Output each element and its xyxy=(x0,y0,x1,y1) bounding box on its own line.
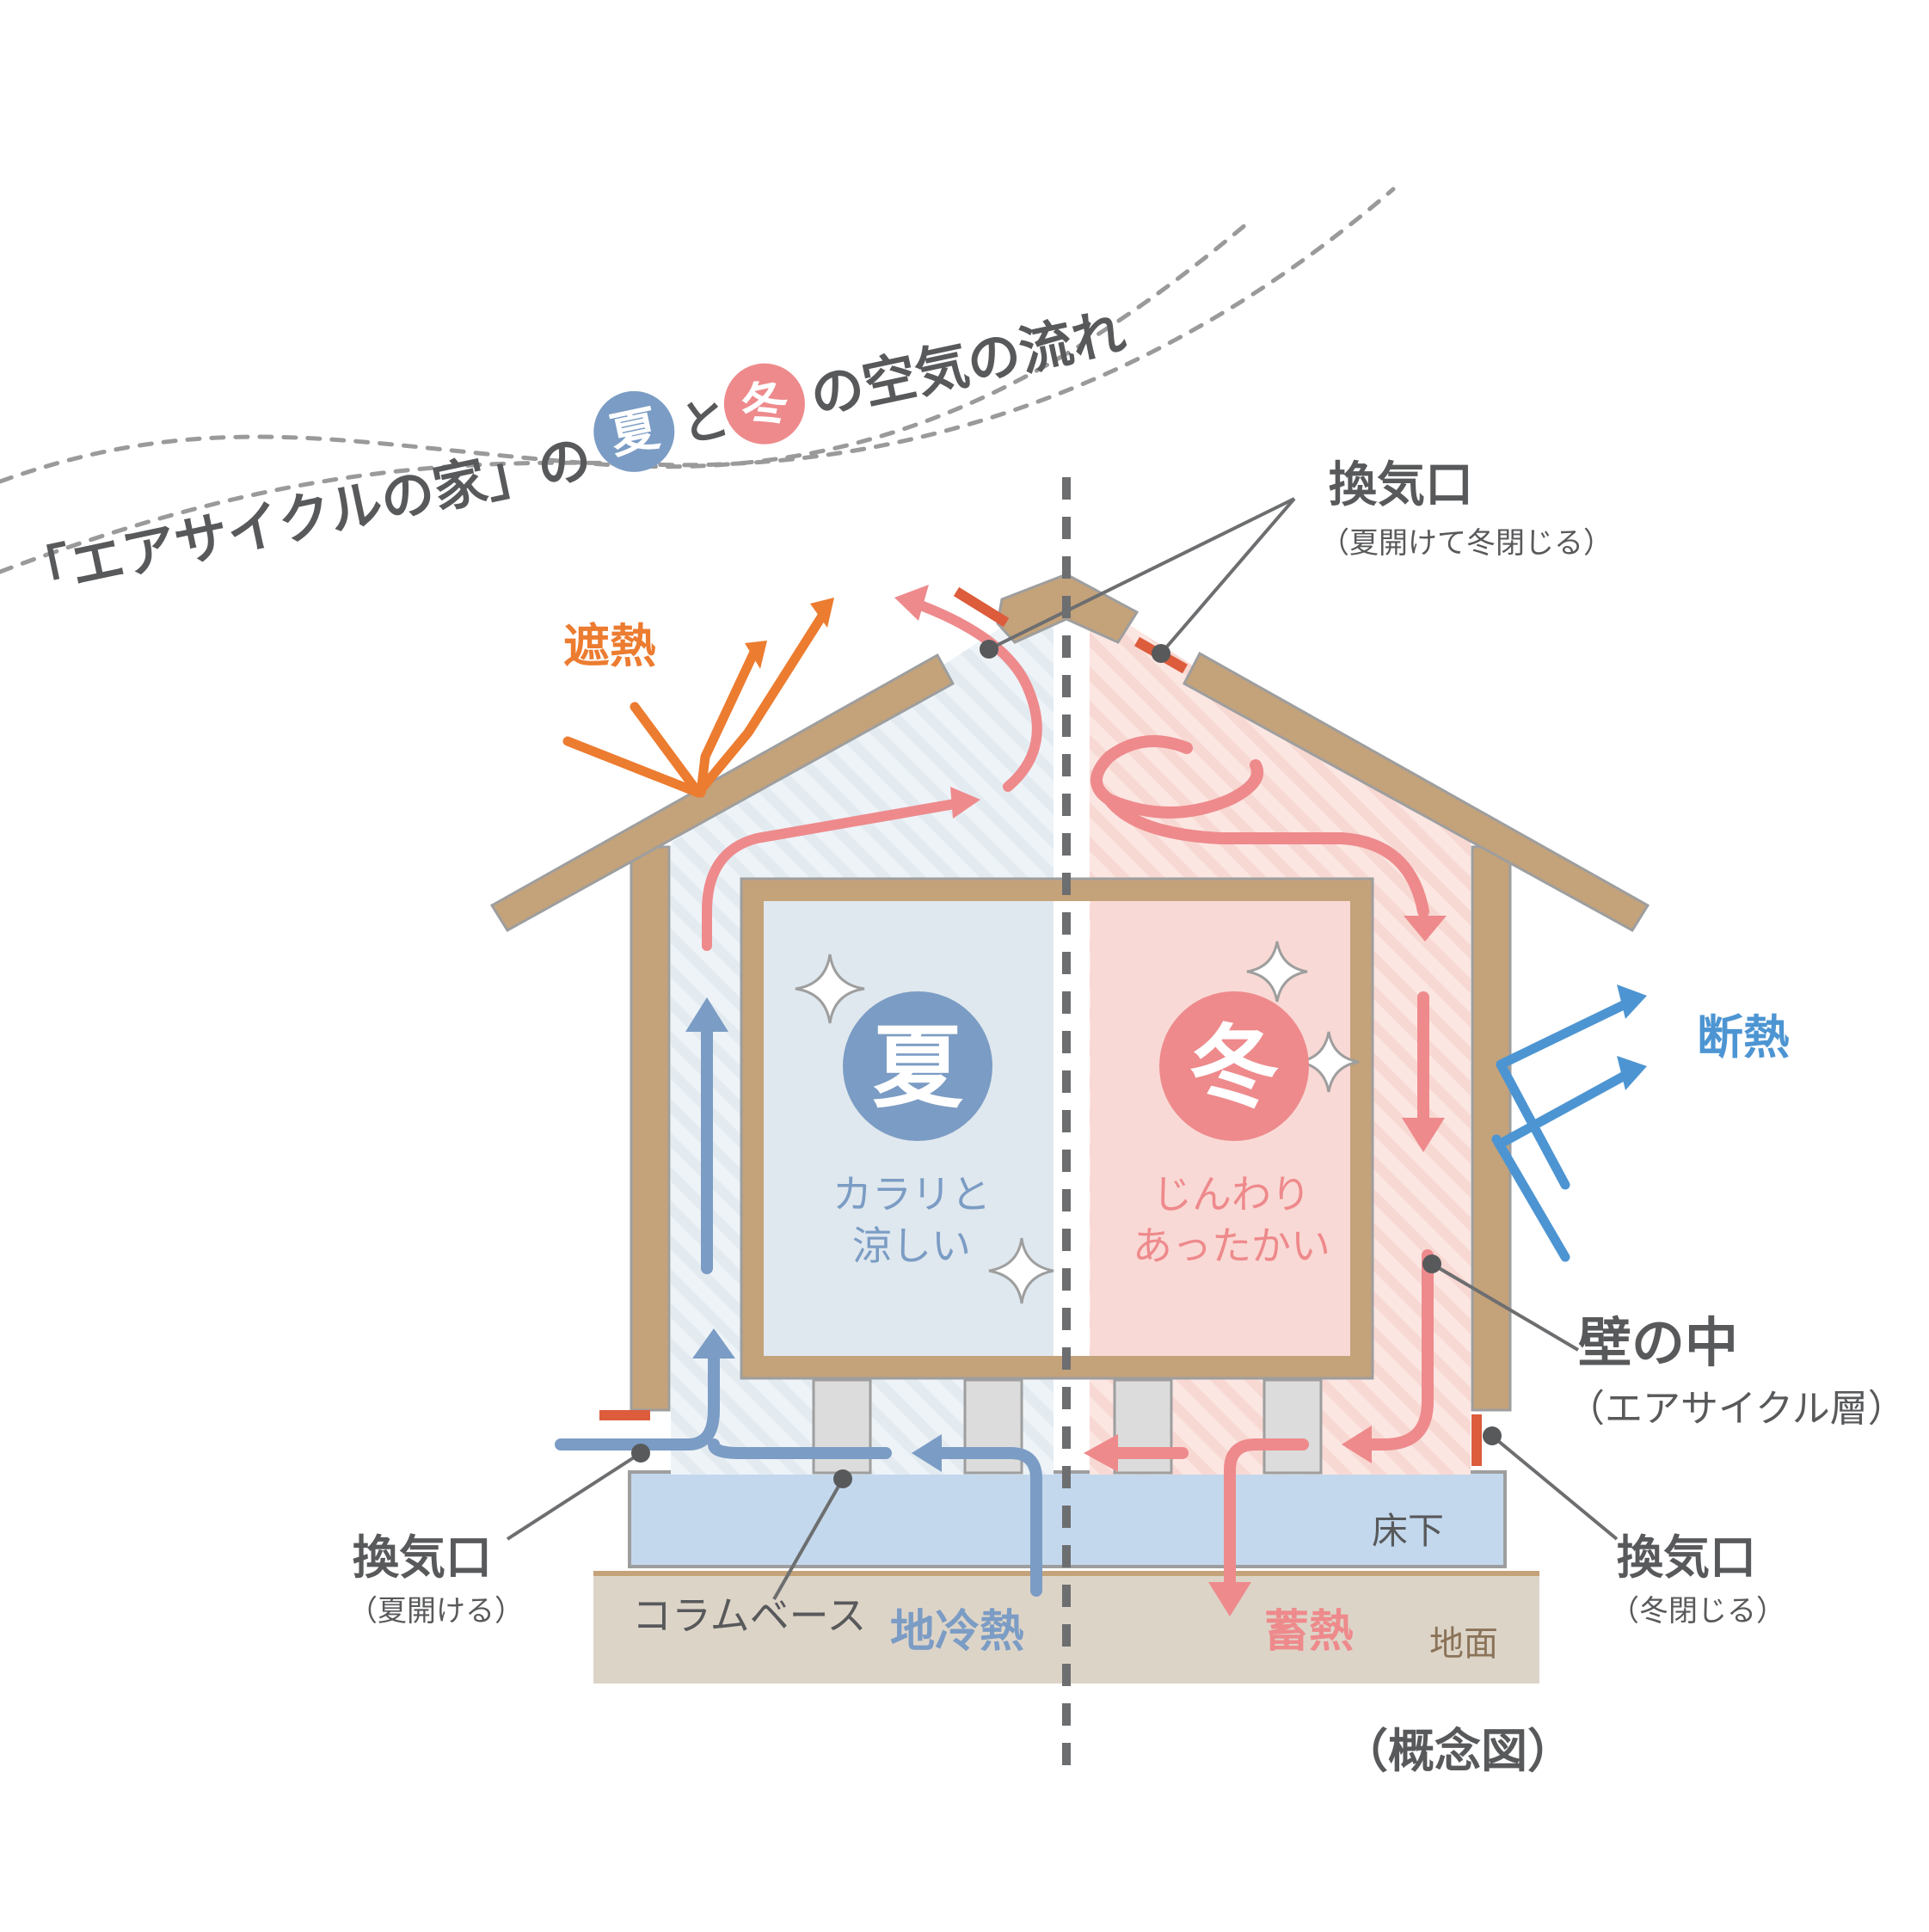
title-winter-badge: 冬 xyxy=(735,373,794,438)
summer-airflow xyxy=(555,1026,1042,1597)
summer-badge xyxy=(843,991,992,1141)
winter-label: 冬 xyxy=(1189,1015,1279,1120)
title-wave-upper xyxy=(0,221,1250,484)
ground-label: 地面 xyxy=(1429,1624,1498,1664)
summer-desc-2: 涼しい xyxy=(852,1223,971,1269)
heat-shield-arrows xyxy=(562,605,831,798)
insulation-arrowheads xyxy=(1617,984,1647,1090)
sparkle-icon xyxy=(795,954,865,1024)
leader-lines xyxy=(506,497,1619,1600)
insulation-label: 断熱 xyxy=(1697,1010,1790,1064)
summer-label: 夏 xyxy=(872,1015,963,1120)
title-wave-lower xyxy=(0,187,1396,574)
ground-cold-label: 地冷熱 xyxy=(890,1606,1024,1658)
winter-airflow xyxy=(1090,735,1434,1588)
title-winter-badge-circle xyxy=(723,363,805,445)
right-wall xyxy=(1471,845,1512,1412)
in-wall-note: （エアサイクル層） xyxy=(1567,1387,1906,1431)
vent-left-note: （夏開ける） xyxy=(348,1594,524,1628)
sparkle-icon xyxy=(1298,1031,1360,1093)
heat-shield-label: 遮熱 xyxy=(563,619,656,673)
vent-right-note: （冬閉じる） xyxy=(1610,1594,1785,1628)
underfloor-label: 床下 xyxy=(1372,1510,1444,1552)
title: 「エアサイクルの家」の 夏 と 冬 の空気の流れ xyxy=(13,300,1131,610)
roof-left xyxy=(489,653,955,933)
vent-left-label: 換気口 xyxy=(353,1530,492,1585)
title-part2: の空気の流れ xyxy=(805,300,1131,428)
summer-desc-1: カラリと xyxy=(832,1171,991,1217)
summer-exhaust-arrowheads xyxy=(894,585,980,819)
vent-top-label: 換気口 xyxy=(1329,457,1473,513)
vent-right-label: 換気口 xyxy=(1617,1530,1756,1585)
title-summer-badge-circle xyxy=(593,390,675,472)
room-frame xyxy=(741,879,1373,1378)
winter-arrowheads xyxy=(1084,916,1447,1616)
leader-dots xyxy=(631,640,1502,1488)
in-wall-label: 壁の中 xyxy=(1578,1311,1738,1374)
concept-label: （概念図） xyxy=(1342,1724,1574,1778)
heat-storage-label: 蓄熱 xyxy=(1264,1606,1354,1658)
vent-top-note: （夏開けて冬閉じる） xyxy=(1320,526,1613,561)
sparkles xyxy=(795,941,1360,1304)
room-frame-outline xyxy=(740,877,1374,1380)
sparkle-icon xyxy=(988,1237,1054,1304)
roof-right xyxy=(1182,651,1650,933)
summer-exhaust-flow xyxy=(702,597,1042,951)
column-base-label: コラムベース xyxy=(632,1592,866,1639)
heat-shield-arrowheads xyxy=(745,598,834,669)
vent-top-left xyxy=(953,586,1010,628)
winter-desc-2: あったかい xyxy=(1133,1223,1330,1269)
left-wall xyxy=(630,845,671,1412)
floor-posts xyxy=(812,1378,1323,1475)
summer-arrowheads xyxy=(685,997,942,1472)
winter-badge xyxy=(1159,991,1309,1141)
winter-desc-1: じんわり xyxy=(1152,1171,1311,1217)
sparkle-icon xyxy=(1246,941,1308,1003)
insulation-arrows xyxy=(1491,995,1639,1262)
